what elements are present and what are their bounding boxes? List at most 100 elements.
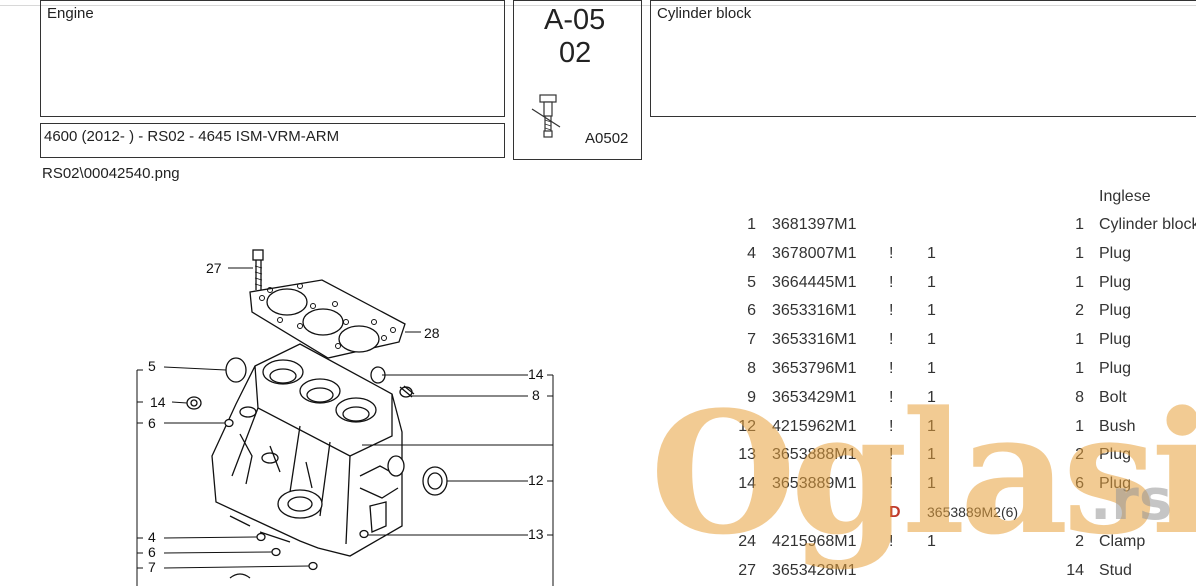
part-qty: 1 — [1075, 216, 1084, 233]
part-count: 1 — [927, 417, 936, 435]
callout-4: 4 — [148, 529, 156, 545]
image-file-path: RS02\00042540.png — [42, 165, 180, 182]
part-number: 3653316M1 — [772, 302, 857, 320]
page-code-line1: A-05 — [544, 4, 606, 36]
group-label: Engine — [47, 5, 94, 22]
part-number: 3653796M1 — [772, 360, 857, 377]
callout-13: 13 — [528, 526, 544, 542]
part-description: Plug — [1099, 273, 1132, 291]
part-count: 1 — [927, 360, 936, 377]
part-number: 3653429M1 — [772, 388, 857, 406]
part-ref: 13 — [738, 446, 756, 464]
part-ref: 27 — [738, 561, 756, 579]
part-count: 1 — [927, 532, 936, 550]
part-qty: 2 — [1075, 446, 1084, 464]
parts-row[interactable]: 14 3653889M1! 1 6 Plug — [0, 469, 1196, 498]
part-count: 1 — [927, 388, 936, 406]
part-qty: 1 — [1075, 244, 1084, 262]
part-description: Clamp — [1099, 532, 1146, 550]
part-ref: 6 — [747, 302, 756, 320]
part-flag: ! — [889, 388, 894, 406]
part-ref: 7 — [747, 331, 756, 349]
parts-row[interactable]: 24 4215968M1! 1 2 Clamp — [0, 527, 1196, 556]
title-box: Cylinder block — [650, 0, 1196, 117]
part-flag: ! — [889, 417, 894, 435]
page-code-line2: 02 — [559, 37, 592, 69]
parts-row[interactable]: D 3653889M2(6) — [0, 498, 1196, 527]
part-description: Plug — [1099, 302, 1132, 320]
part-count: 1 — [927, 475, 936, 493]
part-qty: 1 — [1075, 417, 1084, 435]
part-number: 3653428M1 — [772, 561, 857, 579]
part-description: Bolt — [1099, 388, 1127, 406]
part-qty: 2 — [1075, 532, 1084, 550]
part-count: 1 — [927, 302, 936, 320]
part-count: 1 — [927, 446, 936, 464]
part-ref: 1 — [747, 216, 756, 233]
part-count: 1 — [927, 331, 936, 349]
part-qty: 1 — [1075, 331, 1084, 349]
part-count: 1 — [927, 273, 936, 291]
part-ref: 14 — [738, 475, 756, 493]
group-box: Engine — [40, 0, 505, 117]
callout-7: 7 — [148, 559, 156, 575]
part-description: Plug — [1099, 331, 1132, 349]
part-qty: 2 — [1075, 302, 1084, 320]
part-description: Bush — [1099, 417, 1136, 435]
part-flag: ! — [889, 273, 894, 291]
part-description: Stud — [1099, 561, 1132, 579]
part-ref: 24 — [738, 532, 756, 550]
part-number: 4215968M1 — [772, 532, 857, 550]
part-number: 3664445M1 — [772, 273, 857, 291]
parts-row[interactable]: 6 3653316M1! 1 2 Plug — [0, 296, 1196, 325]
part-ref: 5 — [747, 273, 756, 291]
callout-12: 12 — [528, 472, 544, 488]
part-number: 3653888M1 — [772, 446, 857, 464]
parts-row[interactable]: 12 4215962M1! 1 1 Bush — [0, 412, 1196, 441]
part-qty: 8 — [1075, 388, 1084, 406]
part-note: 3653889M2(6) — [927, 504, 1019, 520]
part-number: 3678007M1 — [772, 244, 857, 262]
callout-8: 8 — [532, 387, 540, 403]
part-ref: 12 — [738, 417, 756, 435]
part-number: 4215962M1 — [772, 417, 857, 435]
model-label: 4600 (2012- ) - RS02 - 4645 ISM-VRM-ARM — [44, 128, 340, 145]
callout-5: 5 — [148, 358, 156, 374]
part-count: 1 — [927, 244, 936, 262]
part-flag: ! — [889, 360, 894, 377]
callout-28: 28 — [424, 325, 440, 341]
page-title: Cylinder block — [657, 5, 752, 22]
page-ref: A0502 — [585, 130, 629, 147]
part-number: 3681397M1 — [772, 216, 857, 233]
engine-part-icon — [531, 94, 561, 138]
part-qty: 6 — [1075, 475, 1084, 493]
part-description: Plug — [1099, 360, 1132, 377]
callout-14-left: 14 — [150, 394, 166, 410]
part-number: 3653889M1 — [772, 475, 857, 493]
part-flag: ! — [889, 532, 894, 550]
part-flag: D — [889, 504, 901, 521]
part-flag: ! — [889, 244, 894, 262]
part-ref: 4 — [747, 244, 756, 262]
page-code-box: A-05 02 A0502 — [513, 0, 642, 160]
part-flag: ! — [889, 475, 894, 493]
part-qty: 1 — [1075, 360, 1084, 377]
part-description: Plug — [1099, 475, 1132, 493]
language-header: Inglese — [1099, 188, 1151, 205]
part-qty: 1 — [1075, 273, 1084, 291]
part-flag: ! — [889, 302, 894, 320]
parts-row[interactable]: 5 3664445M1! 1 1 Plug — [0, 268, 1196, 297]
callout-14-right: 14 — [528, 366, 544, 382]
part-flag: ! — [889, 331, 894, 349]
callout-6-top: 6 — [148, 415, 156, 431]
model-box: 4600 (2012- ) - RS02 - 4645 ISM-VRM-ARM — [40, 123, 505, 158]
part-flag: ! — [889, 446, 894, 464]
callout-6-bottom: 6 — [148, 544, 156, 560]
